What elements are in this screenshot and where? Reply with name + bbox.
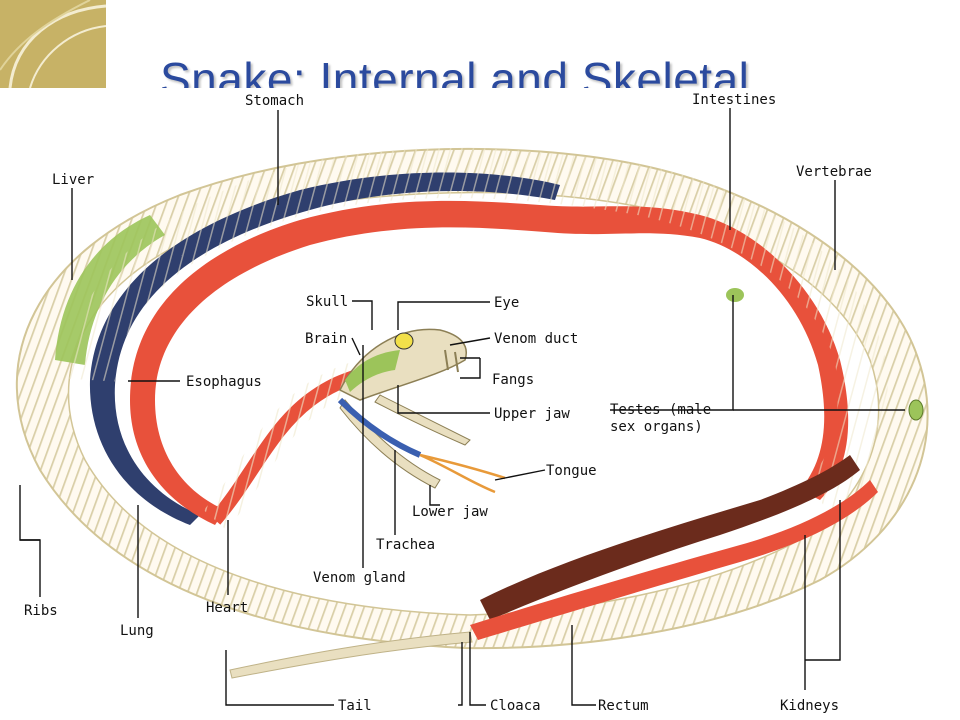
- label-ribs: Ribs: [24, 603, 58, 619]
- label-venom-duct: Venom duct: [494, 331, 578, 347]
- snake-head: [337, 328, 506, 494]
- label-testes-line2: sex organs): [610, 419, 703, 435]
- rectum: [470, 480, 878, 640]
- upper-jaw: [374, 394, 471, 446]
- kidneys: [480, 455, 860, 620]
- trachea: [337, 397, 422, 458]
- leader-lines: [19, 108, 905, 706]
- label-esophagus: Esophagus: [186, 374, 262, 390]
- label-intestines: Intestines: [692, 92, 776, 108]
- testes: [908, 399, 924, 421]
- label-liver: Liver: [52, 172, 94, 188]
- label-tongue: Tongue: [546, 463, 597, 479]
- eye: [394, 332, 414, 350]
- label-rectum: Rectum: [598, 698, 649, 714]
- corner-logo: [0, 0, 106, 88]
- label-upper-jaw: Upper jaw: [494, 406, 570, 422]
- label-heart: Heart: [206, 600, 248, 616]
- label-cloaca: Cloaca: [490, 698, 541, 714]
- tail: [229, 631, 473, 679]
- label-vertebrae: Vertebrae: [796, 164, 872, 180]
- label-testes-line1: Testes (male: [610, 402, 711, 418]
- label-skull: Skull: [306, 294, 348, 310]
- label-brain: Brain: [305, 331, 347, 347]
- label-stomach: Stomach: [245, 93, 304, 109]
- label-lung: Lung: [120, 623, 154, 639]
- tongue: [419, 453, 506, 494]
- label-eye: Eye: [494, 295, 519, 311]
- label-kidneys: Kidneys: [780, 698, 839, 714]
- label-trachea: Trachea: [376, 537, 435, 553]
- label-fangs: Fangs: [492, 372, 534, 388]
- fangs: [444, 349, 459, 373]
- label-lower-jaw: Lower jaw: [412, 504, 488, 520]
- lung: [89, 172, 561, 525]
- label-tail: Tail: [338, 698, 372, 714]
- label-venom-gland: Venom gland: [313, 570, 406, 586]
